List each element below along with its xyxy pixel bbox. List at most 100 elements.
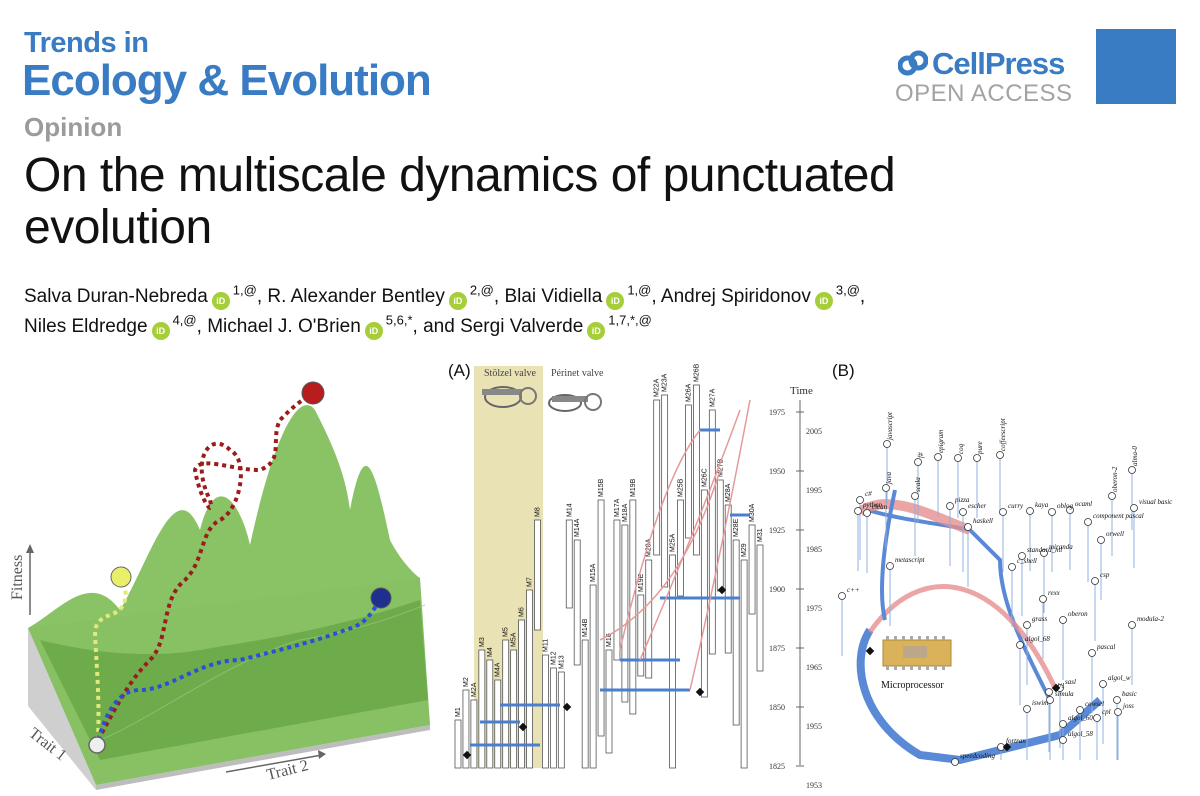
language-node [1097,536,1105,544]
language-node [856,496,864,504]
author-name[interactable]: Blai Vidiella [504,286,603,307]
author-name[interactable]: R. Alexander Bentley [267,286,445,307]
model-label: M22A [654,378,661,397]
chip-pin [942,666,945,670]
language-label: iswim [1032,699,1048,707]
language-node [959,508,967,516]
orcid-icon[interactable]: iD [587,322,606,340]
language-node [1039,595,1047,603]
innovation-marker [717,585,727,595]
language-label: python [862,501,883,509]
model-label: M17A [614,498,621,517]
language-node [1048,508,1056,516]
orcid-icon[interactable]: iD [814,292,833,310]
language-label: clean [872,503,888,511]
cellpress-logo[interactable]: CellPress [898,46,1065,82]
orcid-icon[interactable]: iD [151,322,170,340]
time-tick-label-left: 1975 [769,408,785,417]
model-bar [454,719,462,769]
model-label: M8 [534,507,541,517]
author-affiliation: 3,@ [835,282,860,298]
model-label: M28E [733,518,740,537]
language-label: algol_68 [1025,635,1050,643]
language-node [1016,641,1024,649]
language-node [1040,549,1048,557]
chip-pin [886,636,889,640]
author-separator: , [859,286,866,307]
time-tick-label-left: 1825 [769,762,785,771]
model-bar [486,659,494,769]
perinet-valve-label: Périnet valve [551,368,604,379]
innovation-marker [562,702,572,712]
model-bar [494,679,502,769]
language-label: modula-2 [1137,615,1164,623]
language-label: curry [1008,502,1024,510]
language-label: coffeescript [999,417,1007,451]
microprocessor-label: Microprocessor [881,680,944,691]
model-bar [565,519,573,609]
language-node [1026,507,1034,515]
chip-pin [942,636,945,640]
model-bar [621,524,629,703]
chip-pin [910,666,913,670]
language-label: orwell [1106,530,1124,538]
author-affiliation: 1,@ [627,282,652,298]
language-label: ocaml [1075,500,1092,508]
language-node [964,523,972,531]
language-label: oberon-2 [1111,466,1119,492]
chip-pin [902,666,905,670]
language-label: pascal [1096,643,1115,651]
model-label: M23A [662,373,669,392]
model-label: M3 [479,637,486,647]
author-name[interactable]: Niles Eldredge [24,316,148,337]
perinet-trumpet-image [548,393,602,412]
brand-square [1096,29,1176,104]
author-name[interactable]: Andrej Spiridonov [660,286,811,307]
graphical-abstract-figure: Fitness Trait 1 Trait 2 (A) Stölzel valv… [9,361,1173,790]
model-label: M20A [646,538,653,557]
model-bar [518,619,525,769]
language-label: component pascal [1093,512,1144,520]
model-label: M26C [701,468,708,487]
model-bar [756,544,764,672]
time-tick-label-right: 1985 [806,545,822,554]
orcid-icon[interactable]: iD [211,292,230,310]
language-node [1099,680,1107,688]
language-node [911,492,919,500]
language-node [838,592,846,600]
innovation-marker [865,646,875,656]
fitness-landscape-panel: Fitness Trait 1 Trait 2 [9,381,430,790]
language-label: basic [1122,690,1138,698]
language-label: speedcoding [960,752,995,760]
model-bar [724,504,732,654]
orcid-icon[interactable]: iD [448,292,467,310]
time-tick-label-right: 1955 [806,722,822,731]
language-node [1114,708,1122,716]
model-label: M4A [495,662,502,677]
time-axis-label: Time [790,385,813,397]
author-name[interactable]: Salva Duran-Nebreda [24,286,208,307]
chip-pin [926,636,929,640]
model-label: M27B [717,458,724,477]
author-name[interactable]: Sergi Valverde [460,316,584,337]
model-label: M15A [590,563,597,582]
innovation-marker [695,687,705,697]
orcid-icon[interactable]: iD [606,292,625,310]
journal-line-2: Ecology & Evolution [22,56,432,105]
time-tick-label-right: 1995 [806,486,822,495]
orcid-icon[interactable]: iD [364,322,383,340]
author-affiliation: 1,@ [232,282,257,298]
model-label: M14 [566,503,573,517]
author-name[interactable]: Michael J. O'Brien [207,316,361,337]
model-bar [653,399,661,556]
author-separator: , [493,286,505,307]
language-node [999,508,1007,516]
model-label: M29 [741,543,748,557]
language-label: pizza [954,496,970,504]
model-bar [700,489,708,698]
yellow-peak-point [110,566,132,588]
transfer-arc [689,399,751,691]
language-label: visual basic [1139,498,1173,506]
language-label: standard_ml [1027,546,1062,554]
